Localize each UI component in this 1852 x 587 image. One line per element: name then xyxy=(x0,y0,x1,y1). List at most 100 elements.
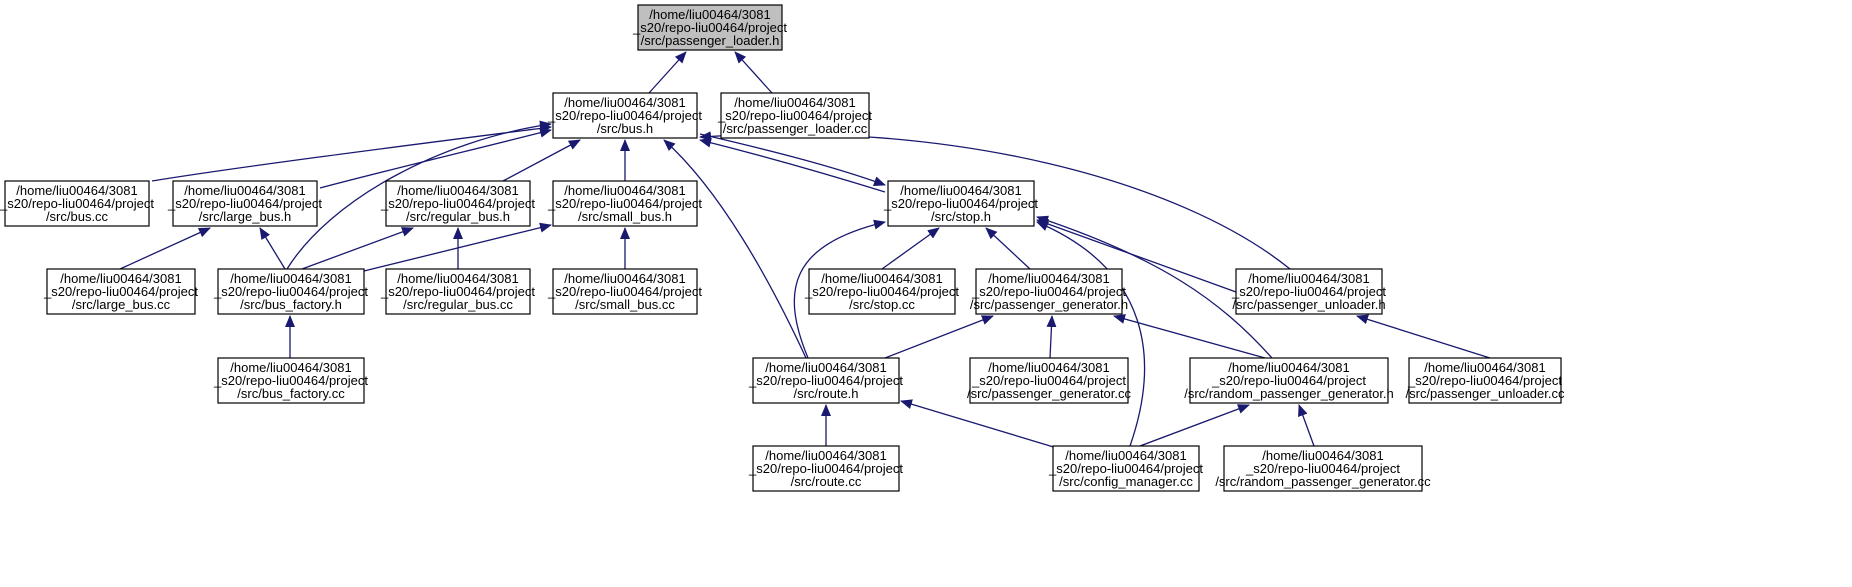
node-label-line: /src/stop.h xyxy=(931,209,991,224)
node-stop-h[interactable]: /home/liu00464/3081_s20/repo-liu00464/pr… xyxy=(883,180,1038,227)
edge-random_passenger_generator_h-to-stop_h xyxy=(1036,215,1273,359)
node-label-line: _s20/repo-liu00464/project xyxy=(0,196,154,211)
node-label-line: /src/bus_factory.cc xyxy=(237,386,345,401)
node-label-line: _s20/repo-liu00464/project xyxy=(167,196,322,211)
edge-line xyxy=(734,51,773,94)
node-passenger-unloader-h[interactable]: /home/liu00464/3081_s20/repo-liu00464/pr… xyxy=(1231,268,1386,315)
node-label-line: /home/liu00464/3081 xyxy=(821,271,942,286)
node-box xyxy=(637,4,783,51)
node-label-line: _s20/repo-liu00464/project xyxy=(213,373,368,388)
node-label-line: /src/passenger_loader.h xyxy=(641,33,780,48)
edge-line xyxy=(1046,315,1057,359)
edge-line xyxy=(1139,404,1250,447)
edge-bus_factory_h-to-bus_h xyxy=(286,120,552,270)
node-small-bus-cc[interactable]: /home/liu00464/3081_s20/repo-liu00464/pr… xyxy=(547,268,702,315)
node-bus-h[interactable]: /home/liu00464/3081_s20/repo-liu00464/pr… xyxy=(547,92,702,139)
node-box xyxy=(217,268,365,315)
edge-bus_h-to-passenger_loader_h xyxy=(648,51,687,94)
node-label-line: /src/passenger_loader.cc xyxy=(723,121,868,136)
node-label-line: /src/large_bus.h xyxy=(199,209,292,224)
node-box xyxy=(720,92,870,139)
node-box xyxy=(172,180,318,227)
node-bus-factory-cc[interactable]: /home/liu00464/3081_s20/repo-liu00464/pr… xyxy=(213,357,368,404)
node-bus-cc[interactable]: /home/liu00464/3081_s20/repo-liu00464/pr… xyxy=(0,180,154,227)
node-label-line: _s20/repo-liu00464/project xyxy=(748,461,903,476)
node-label-line: _s20/repo-liu00464/project xyxy=(1211,373,1366,388)
edge-line xyxy=(1036,215,1273,359)
edge-large_bus_h-to-bus_h xyxy=(319,127,552,189)
edge-line xyxy=(1113,314,1266,359)
node-label-line: _s20/repo-liu00464/project xyxy=(1231,284,1386,299)
node-bus-factory-h[interactable]: /home/liu00464/3081_s20/repo-liu00464/pr… xyxy=(213,268,368,315)
node-label-line: /home/liu00464/3081 xyxy=(564,95,685,110)
edge-route_h-to-stop_h xyxy=(793,219,886,359)
node-layer: /home/liu00464/3081_s20/repo-liu00464/pr… xyxy=(0,4,1565,492)
node-label-line: /src/random_passenger_generator.h xyxy=(1184,386,1394,401)
node-label-line: _s20/repo-liu00464/project xyxy=(1245,461,1400,476)
node-route-h[interactable]: /home/liu00464/3081_s20/repo-liu00464/pr… xyxy=(748,357,903,404)
node-box xyxy=(752,445,900,492)
edge-stop_cc-to-stop_h xyxy=(881,227,940,270)
edge-line xyxy=(119,227,211,270)
node-box xyxy=(552,268,698,315)
node-box xyxy=(552,180,698,227)
node-label-line: /src/passenger_generator.cc xyxy=(967,386,1132,401)
edge-route_h-to-bus_h xyxy=(663,139,807,359)
node-label-line: /src/regular_bus.cc xyxy=(403,297,513,312)
node-label-line: _s20/repo-liu00464/project xyxy=(380,196,535,211)
node-label-line: /home/liu00464/3081 xyxy=(734,95,855,110)
node-label-line: /home/liu00464/3081 xyxy=(649,7,770,22)
node-box xyxy=(1235,268,1383,315)
node-label-line: /home/liu00464/3081 xyxy=(1262,448,1383,463)
node-label-line: /src/passenger_unloader.h xyxy=(1232,297,1385,312)
node-label-line: /src/bus_factory.h xyxy=(240,297,342,312)
node-label-line: /src/small_bus.cc xyxy=(575,297,675,312)
node-label-line: /home/liu00464/3081 xyxy=(230,271,351,286)
node-regular-bus-cc[interactable]: /home/liu00464/3081_s20/repo-liu00464/pr… xyxy=(380,268,535,315)
node-label-line: _s20/repo-liu00464/project xyxy=(213,284,368,299)
node-label-line: /src/route.h xyxy=(793,386,858,401)
node-label-line: _s20/repo-liu00464/project xyxy=(547,196,702,211)
node-passenger-generator-cc[interactable]: /home/liu00464/3081_s20/repo-liu00464/pr… xyxy=(967,357,1132,404)
node-large-bus-h[interactable]: /home/liu00464/3081_s20/repo-liu00464/pr… xyxy=(167,180,322,227)
edge-passenger_unloader_h-to-stop_h xyxy=(1036,219,1237,293)
node-random-passenger-generator-cc[interactable]: /home/liu00464/3081_s20/repo-liu00464/pr… xyxy=(1215,445,1431,492)
node-passenger-unloader-cc[interactable]: /home/liu00464/3081_s20/repo-liu00464/pr… xyxy=(1406,357,1565,404)
node-small-bus-h[interactable]: /home/liu00464/3081_s20/repo-liu00464/pr… xyxy=(547,180,702,227)
node-route-cc[interactable]: /home/liu00464/3081_s20/repo-liu00464/pr… xyxy=(748,445,903,492)
node-stop-cc[interactable]: /home/liu00464/3081_s20/repo-liu00464/pr… xyxy=(804,268,959,315)
node-large-bus-cc[interactable]: /home/liu00464/3081_s20/repo-liu00464/pr… xyxy=(43,268,198,315)
edge-config_manager_cc-to-random_passenger_generator_h xyxy=(1139,404,1250,447)
edge-line xyxy=(699,137,886,193)
node-label-line: _s20/repo-liu00464/project xyxy=(43,284,198,299)
edge-bus_factory_h-to-large_bus_h xyxy=(259,227,286,270)
edge-passenger_generator_cc-to-passenger_generator_h xyxy=(1046,315,1057,359)
node-config-manager-cc[interactable]: /home/liu00464/3081_s20/repo-liu00464/pr… xyxy=(1048,445,1203,492)
edge-line xyxy=(699,133,886,186)
node-passenger-loader-cc[interactable]: /home/liu00464/3081_s20/repo-liu00464/pr… xyxy=(717,92,872,139)
node-passenger-generator-h[interactable]: /home/liu00464/3081_s20/repo-liu00464/pr… xyxy=(970,268,1128,315)
node-label-line: _s20/repo-liu00464/project xyxy=(971,373,1126,388)
node-passenger-loader-h[interactable]: /home/liu00464/3081_s20/repo-liu00464/pr… xyxy=(632,4,787,51)
node-label-line: /home/liu00464/3081 xyxy=(765,360,886,375)
node-box xyxy=(46,268,196,315)
edge-line xyxy=(286,120,552,270)
edge-stop_h-to-bus_h xyxy=(699,137,886,193)
node-box xyxy=(1408,357,1562,404)
node-regular-bus-h[interactable]: /home/liu00464/3081_s20/repo-liu00464/pr… xyxy=(380,180,535,227)
node-label-line: /home/liu00464/3081 xyxy=(1248,271,1369,286)
node-random-passenger-generator-h[interactable]: /home/liu00464/3081_s20/repo-liu00464/pr… xyxy=(1184,357,1394,404)
edge-passenger_generator_h-to-stop_h xyxy=(985,227,1031,270)
node-label-line: /src/bus.cc xyxy=(46,209,109,224)
node-label-line: /home/liu00464/3081 xyxy=(900,183,1021,198)
node-label-line: /home/liu00464/3081 xyxy=(230,360,351,375)
edge-passenger_loader_cc-to-passenger_loader_h xyxy=(734,51,773,94)
edge-line xyxy=(884,315,994,359)
node-box xyxy=(969,357,1129,404)
node-label-line: /src/route.cc xyxy=(791,474,862,489)
edge-line xyxy=(1036,219,1237,293)
node-label-line: _s20/repo-liu00464/project xyxy=(632,20,787,35)
edge-line xyxy=(319,127,552,189)
node-box xyxy=(808,268,956,315)
node-box xyxy=(385,180,531,227)
